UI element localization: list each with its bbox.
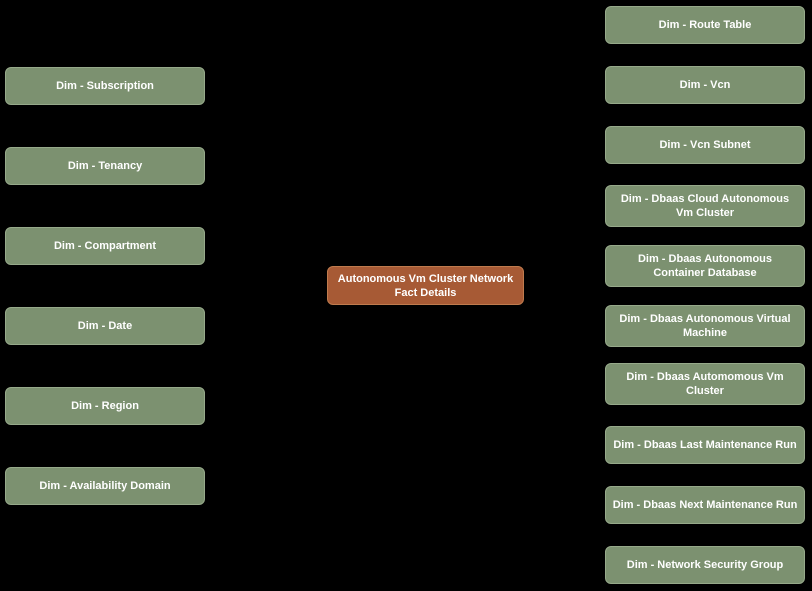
dim-compartment[interactable]: Dim - Compartment xyxy=(5,227,205,265)
dim-dbaas-last-maintenance-run[interactable]: Dim - Dbaas Last Maintenance Run xyxy=(605,426,805,464)
dim-dbaas-autonomous-vm-cluster[interactable]: Dim - Dbaas Automomous Vm Cluster xyxy=(605,363,805,405)
dim-date[interactable]: Dim - Date xyxy=(5,307,205,345)
fact-autonomous-vm-cluster-network[interactable]: Autonomous Vm Cluster Network Fact Detai… xyxy=(327,266,524,305)
dim-vcn-subnet[interactable]: Dim - Vcn Subnet xyxy=(605,126,805,164)
dim-dbaas-next-maintenance-run[interactable]: Dim - Dbaas Next Maintenance Run xyxy=(605,486,805,524)
dim-vcn[interactable]: Dim - Vcn xyxy=(605,66,805,104)
dim-route-table[interactable]: Dim - Route Table xyxy=(605,6,805,44)
dim-subscription[interactable]: Dim - Subscription xyxy=(5,67,205,105)
dim-dbaas-autonomous-virtual-machine[interactable]: Dim - Dbaas Autonomous Virtual Machine xyxy=(605,305,805,347)
dim-tenancy[interactable]: Dim - Tenancy xyxy=(5,147,205,185)
dim-availability-domain[interactable]: Dim - Availability Domain xyxy=(5,467,205,505)
dim-dbaas-cloud-autonomous-vm-cluster[interactable]: Dim - Dbaas Cloud Autonomous Vm Cluster xyxy=(605,185,805,227)
dim-network-security-group[interactable]: Dim - Network Security Group xyxy=(605,546,805,584)
dim-dbaas-autonomous-container-database[interactable]: Dim - Dbaas Autonomous Container Databas… xyxy=(605,245,805,287)
dim-region[interactable]: Dim - Region xyxy=(5,387,205,425)
